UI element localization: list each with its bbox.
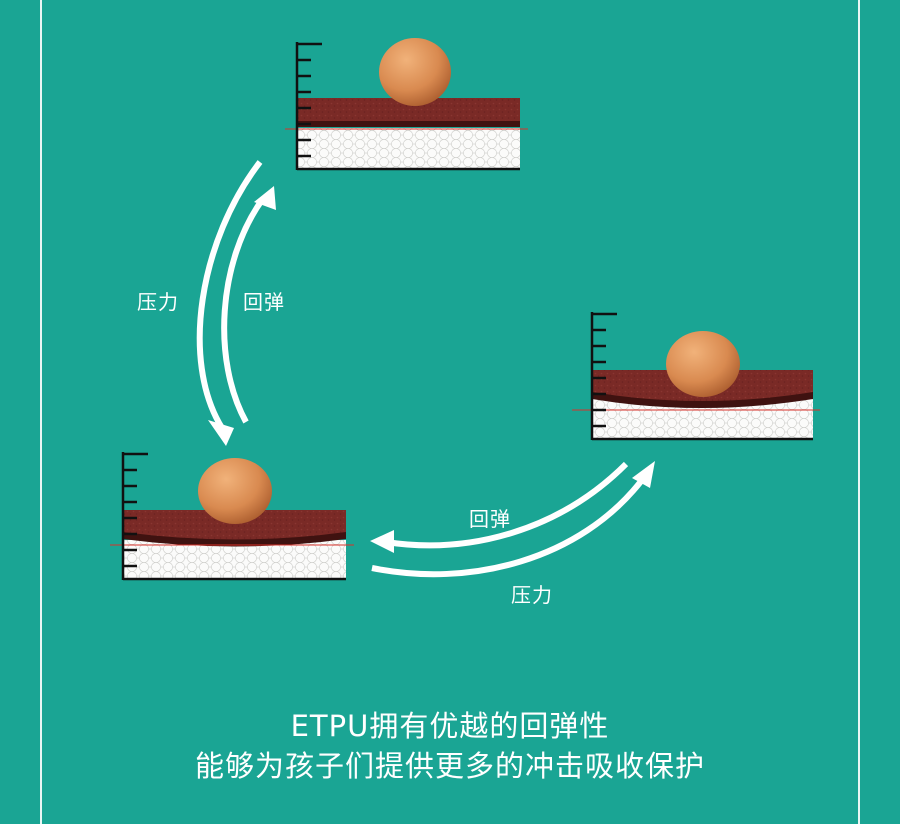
arrow-pressure-left <box>196 160 263 430</box>
arrowhead-rebound-left <box>254 186 276 210</box>
sample-top-foam-layer <box>297 128 520 170</box>
arrowhead-pressure-left <box>208 420 234 446</box>
label-pressure-bottom: 压力 <box>511 583 553 607</box>
arrowhead-rebound-bottom <box>370 530 394 553</box>
sample-bottom-egg <box>198 458 272 524</box>
sample-top-dark-band <box>297 121 520 127</box>
sample-bottom-dark-band <box>123 532 346 547</box>
caption-line-1: ETPU拥有优越的回弹性 <box>290 709 610 743</box>
sample-bottom-ruler <box>121 452 346 581</box>
sample-right-ruler <box>590 312 813 441</box>
arrow-pressure-bottom <box>371 478 645 578</box>
sample-right-dark-band <box>592 392 813 408</box>
label-pressure-left: 压力 <box>137 290 179 314</box>
sample-bottom-carpet-layer <box>123 510 346 543</box>
right-frame-line <box>858 0 860 824</box>
label-rebound-left: 回弹 <box>243 290 285 314</box>
sample-right <box>572 312 820 441</box>
label-rebound-bottom: 回弹 <box>469 507 511 531</box>
arrowhead-pressure-bottom <box>632 461 655 488</box>
arrow-rebound-bottom <box>385 461 629 549</box>
caption-line-2: 能够为孩子们提供更多的冲击吸收保护 <box>194 749 705 783</box>
sample-top <box>285 38 528 171</box>
sample-top-egg <box>379 38 451 106</box>
sample-right-egg <box>666 331 740 397</box>
sample-bottom-foam-layer <box>123 540 346 580</box>
sample-top-ruler <box>295 42 520 171</box>
arrow-rebound-left <box>221 198 265 424</box>
sample-bottom <box>110 452 354 581</box>
left-frame-line <box>40 0 42 824</box>
